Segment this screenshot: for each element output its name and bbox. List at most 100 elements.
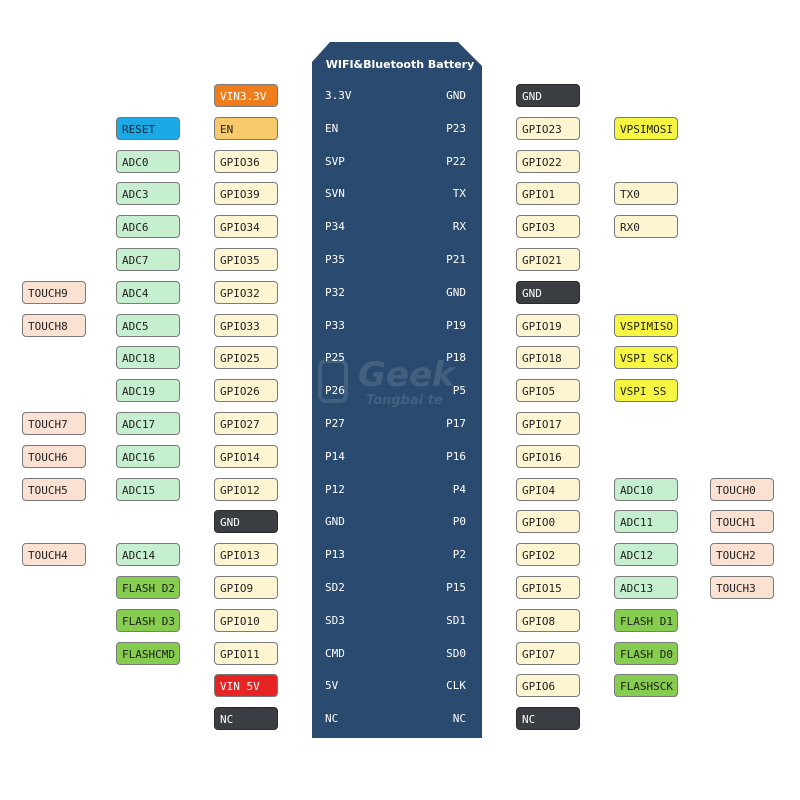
board-pin-rx: RX [452,220,466,233]
pin-chip-gpio16: GPIO16 [516,445,580,468]
pin-chip-adc10: ADC10 [614,478,678,501]
board-pin-p5: P5 [452,384,466,397]
board-pin-p19: P19 [446,319,466,332]
pin-chip-en: EN [214,117,278,140]
pin-chip-gpio35: GPIO35 [214,248,278,271]
pin-chip-gnd: GND [516,84,580,107]
pin-chip-gpio32: GPIO32 [214,281,278,304]
pin-chip-rx0: RX0 [614,215,678,238]
board-pin-en: EN [325,122,339,135]
pin-chip-gpio36: GPIO36 [214,150,278,173]
board-pin-p21: P21 [446,253,466,266]
board-pin-svn: SVN [325,187,345,200]
board-pin-gnd: GND [446,89,466,102]
pin-chip-adc6: ADC6 [116,215,180,238]
pin-chip-gpio26: GPIO26 [214,379,278,402]
board-pin-p26: P26 [325,384,345,397]
pin-chip-adc5: ADC5 [116,314,180,337]
watermark-logo-icon [318,359,348,403]
pin-chip-vspimiso: VSPIMISO [614,314,678,337]
pin-chip-adc16: ADC16 [116,445,180,468]
pin-chip-vin-5v: VIN 5V [214,674,278,697]
board-pin-sd1: SD1 [446,614,466,627]
board-pin-gnd: GND [325,515,345,528]
pin-chip-touch6: TOUCH6 [22,445,86,468]
pin-chip-vpsimosi: VPSIMOSI [614,117,678,140]
pin-chip-gpio3: GPIO3 [516,215,580,238]
board-pin-p14: P14 [325,450,345,463]
pin-chip-adc7: ADC7 [116,248,180,271]
pin-chip-adc18: ADC18 [116,346,180,369]
pin-chip-gpio39: GPIO39 [214,182,278,205]
pin-chip-flashsck: FLASHSCK [614,674,678,697]
board-body [312,42,482,738]
pin-chip-gpio21: GPIO21 [516,248,580,271]
pin-chip-gpio8: GPIO8 [516,609,580,632]
pin-chip-adc17: ADC17 [116,412,180,435]
board-pin-p4: P4 [452,483,466,496]
pin-chip-nc: NC [214,707,278,730]
board-pin-p32: P32 [325,286,345,299]
board-pin-p2: P2 [452,548,466,561]
pin-chip-touch9: TOUCH9 [22,281,86,304]
watermark-main: Geek [358,355,455,395]
board-pin-p33: P33 [325,319,345,332]
board-pin-svp: SVP [325,155,345,168]
pin-chip-vin3-3v: VIN3.3V [214,84,278,107]
pin-chip-gpio12: GPIO12 [214,478,278,501]
pin-chip-gpio7: GPIO7 [516,642,580,665]
pin-chip-touch4: TOUCH4 [22,543,86,566]
pin-chip-flashcmd: FLASHCMD [116,642,180,665]
board-pin-sd0: SD0 [446,647,466,660]
pin-chip-adc3: ADC3 [116,182,180,205]
pin-chip-gpio9: GPIO9 [214,576,278,599]
pin-chip-adc4: ADC4 [116,281,180,304]
pin-chip-touch0: TOUCH0 [710,478,774,501]
pin-chip-flash-d1: FLASH D1 [614,609,678,632]
board-title: WIFI&Bluetooth Battery [325,58,475,71]
pin-chip-flash-d3: FLASH D3 [116,609,180,632]
pin-chip-gpio14: GPIO14 [214,445,278,468]
pin-chip-gpio15: GPIO15 [516,576,580,599]
board-pin-p15: P15 [446,581,466,594]
pin-chip-gpio18: GPIO18 [516,346,580,369]
pin-chip-adc15: ADC15 [116,478,180,501]
board-pin-p35: P35 [325,253,345,266]
pin-chip-gnd: GND [214,510,278,533]
pin-chip-gpio13: GPIO13 [214,543,278,566]
pin-chip-gpio6: GPIO6 [516,674,580,697]
pin-chip-touch1: TOUCH1 [710,510,774,533]
board-pin-p0: P0 [452,515,466,528]
pin-chip-adc12: ADC12 [614,543,678,566]
board-pin-p23: P23 [446,122,466,135]
board-pin-sd2: SD2 [325,581,345,594]
pin-chip-gpio34: GPIO34 [214,215,278,238]
pin-chip-vspi-ss: VSPI SS [614,379,678,402]
pin-chip-gpio10: GPIO10 [214,609,278,632]
pin-chip-adc11: ADC11 [614,510,678,533]
pin-chip-gpio11: GPIO11 [214,642,278,665]
board-pin-clk: CLK [446,679,466,692]
pin-chip-adc14: ADC14 [116,543,180,566]
board-pin-sd3: SD3 [325,614,345,627]
board-pin-p27: P27 [325,417,345,430]
pin-chip-flash-d0: FLASH D0 [614,642,678,665]
pin-chip-touch7: TOUCH7 [22,412,86,435]
pin-chip-gpio25: GPIO25 [214,346,278,369]
board-pin-p13: P13 [325,548,345,561]
pin-chip-gpio17: GPIO17 [516,412,580,435]
pin-chip-gpio1: GPIO1 [516,182,580,205]
pin-chip-reset: RESET [116,117,180,140]
board-pin-p22: P22 [446,155,466,168]
board-pin-tx: TX [452,187,466,200]
pin-chip-touch3: TOUCH3 [710,576,774,599]
board-pin-p18: P18 [446,351,466,364]
board-pin-cmd: CMD [325,647,345,660]
pin-chip-gpio33: GPIO33 [214,314,278,337]
pin-chip-gpio5: GPIO5 [516,379,580,402]
board-pin-nc: NC [325,712,339,725]
pin-chip-gpio19: GPIO19 [516,314,580,337]
pin-chip-gpio23: GPIO23 [516,117,580,140]
pin-chip-touch2: TOUCH2 [710,543,774,566]
